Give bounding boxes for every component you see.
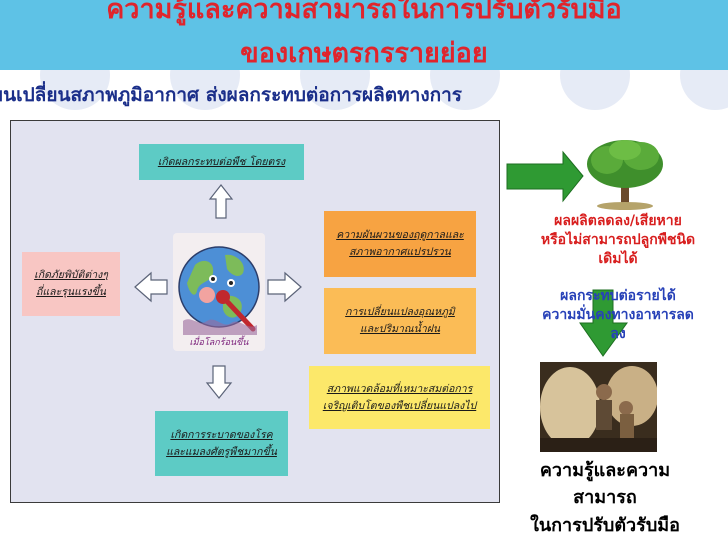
capacity-title-line-1: ความรู้และความ <box>539 460 671 481</box>
income-impact-line-1: ผลกระทบต่อรายได้ <box>560 288 676 304</box>
income-impact-line-2: ความมั่นคงทางอาหารลด <box>542 307 694 323</box>
box-pest-outbreak-line-2: และแมลงศัตรูพืชมากขึ้น <box>166 445 277 458</box>
arrow-up-icon <box>208 184 234 219</box>
yield-loss-line-2: หรือไม่สามารถปลูกพืชนิด <box>540 232 696 248</box>
arrow-left-icon <box>134 271 168 303</box>
box-disasters-line-1: เกิดภัยพิบัติต่างๆ <box>34 269 108 281</box>
box-temperature-rainfall-line-1: การเปลี่ยนแปลงอุณหภูมิ <box>345 306 455 318</box>
capacity-title-line-3: ในการปรับตัวรับมือ <box>530 515 680 536</box>
slide-title-line-2: ของเกษตรกรรายย่อย <box>240 38 488 69</box>
income-impact-line-3: ลง <box>610 326 626 342</box>
green-arrow-right-icon <box>506 150 584 203</box>
box-direct-crop-impact: เกิดผลกระทบต่อพืช โดยตรง <box>139 144 304 180</box>
box-temperature-rainfall-line-2: และปริมาณน้ำฝน <box>359 323 441 335</box>
slide-title-line-1: ความรู้และความสามารถในการปรับตัวรับมือ <box>106 0 622 25</box>
globe-thermometer-icon <box>178 246 260 335</box>
box-direct-crop-impact-text: เกิดผลกระทบต่อพืช โดยตรง <box>157 155 286 168</box>
box-environment-change: สภาพแวดล้อมที่เหมาะสมต่อการ เจริญเติบโตข… <box>309 366 490 429</box>
melting-earth-illustration: เมื่อโลกร้อนขึ้น <box>173 233 265 351</box>
arrow-down-icon <box>205 365 233 399</box>
box-disasters-line-2: ถี่และรุนแรงขึ้น <box>36 286 106 298</box>
box-pest-outbreak: เกิดการระบาดของโรค และแมลงศัตรูพืชมากขึ้… <box>155 411 288 476</box>
globe-caption: เมื่อโลกร้อนขึ้น <box>189 338 249 348</box>
box-pest-outbreak-line-1: เกิดการระบาดของโรค <box>170 428 273 441</box>
yield-loss-line-3: เดิมได้ <box>598 251 638 267</box>
title-bar <box>0 0 728 70</box>
box-environment-change-line-1: สภาพแวดล้อมที่เหมาะสมต่อการ <box>326 382 473 395</box>
arrow-right-icon <box>267 271 302 303</box>
green-arrow-down-icon <box>579 289 628 357</box>
slide-subtitle: ยนเปลี่ยนสภาพภูมิอากาศ ส่งผลกระทบต่อการผ… <box>0 84 462 106</box>
tree-icon <box>587 140 663 210</box>
box-seasonal-variability-line-2: สภาพอากาศแปรปรวน <box>349 246 451 258</box>
yield-loss-line-1: ผลผลิตลดลง/เสียหาย <box>554 213 682 229</box>
capacity-title-line-2: สามารถ <box>573 487 637 508</box>
farmers-photo <box>540 362 657 452</box>
box-temperature-rainfall: การเปลี่ยนแปลงอุณหภูมิ และปริมาณน้ำฝน <box>324 288 476 354</box>
box-seasonal-variability: ความผันผวนของฤดูกาลและ สภาพอากาศแปรปรวน <box>324 211 476 277</box>
box-seasonal-variability-line-1: ความผันผวนของฤดูกาลและ <box>336 229 464 241</box>
box-disasters: เกิดภัยพิบัติต่างๆ ถี่และรุนแรงขึ้น <box>22 252 120 316</box>
box-environment-change-line-2: เจริญเติบโตของพืชเปลี่ยนแปลงไป <box>322 399 477 412</box>
